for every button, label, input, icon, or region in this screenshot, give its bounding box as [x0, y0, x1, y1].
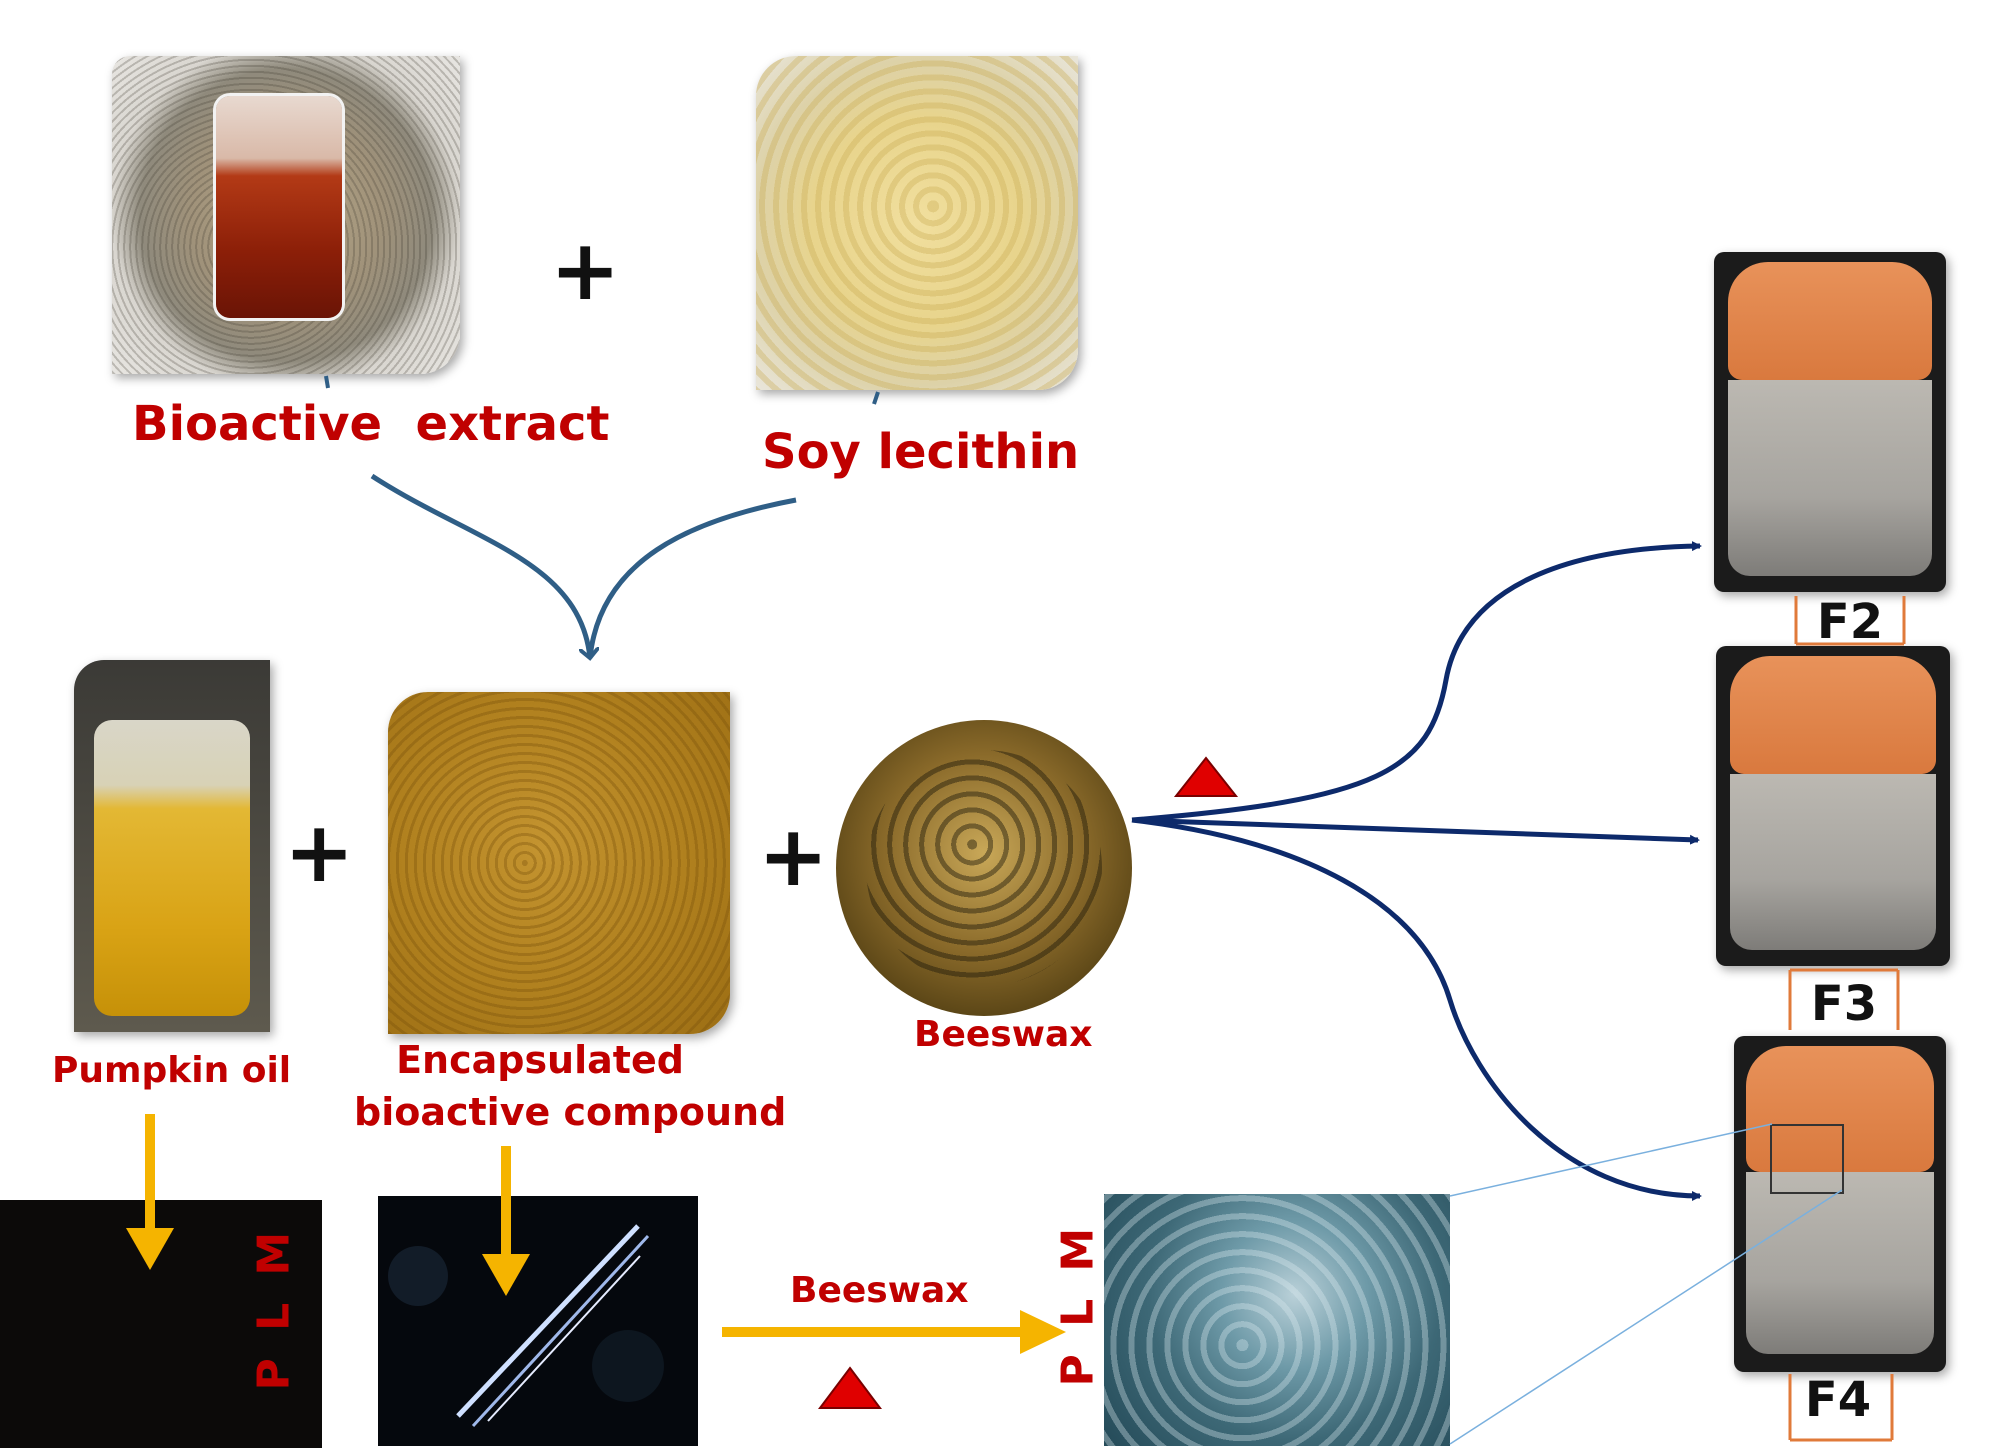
beeswax-arrow-label: Beeswax	[790, 1270, 969, 1311]
arrow-to-f4	[1131, 817, 1702, 1201]
plm-label-left: P L M	[248, 1225, 300, 1391]
plm-beeswax-gel-image	[1104, 1194, 1450, 1446]
encapsulated-compound-photo	[388, 692, 730, 1034]
zoom-line-top	[1449, 1123, 1773, 1197]
pumpkin-oil-label: Pumpkin oil	[52, 1050, 292, 1091]
soy-lecithin-photo	[756, 56, 1078, 390]
f-brackets	[1788, 596, 1906, 1442]
gold-arrow-oil	[126, 1114, 174, 1270]
f2-photo	[1714, 252, 1946, 592]
merge-arrow-left	[370, 473, 590, 658]
heat-triangle-bottom	[818, 1366, 882, 1409]
encapsulated-label-line2: bioactive compound	[354, 1090, 787, 1134]
plus-sign-beeswax: +	[758, 807, 829, 905]
soy-lecithin-label: Soy lecithin	[762, 424, 1080, 480]
plus-sign-top: +	[550, 221, 621, 319]
pumpkin-oil-photo	[74, 660, 270, 1032]
gold-arrow-encapsulated	[482, 1146, 530, 1296]
formulation-label-f3: F3	[1810, 976, 1878, 1032]
arrow-to-f3	[1131, 817, 1700, 845]
formulation-label-f2: F2	[1816, 594, 1884, 650]
oil-jar	[94, 720, 250, 1016]
beeswax-photo	[836, 720, 1132, 1016]
bioactive-extract-label: Bioactive extract	[132, 396, 610, 452]
formulation-label-f4: F4	[1804, 1372, 1872, 1428]
f3-photo	[1716, 646, 1950, 966]
beeswax-label: Beeswax	[914, 1014, 1093, 1055]
zoom-box	[1770, 1124, 1844, 1194]
f4-photo	[1734, 1036, 1946, 1372]
merge-arrow-right	[587, 497, 797, 659]
plus-sign-oil: +	[284, 803, 355, 901]
heat-triangle-top	[1173, 756, 1239, 797]
encapsulated-label-line1: Encapsulated	[396, 1038, 684, 1082]
plm-encapsulated-image	[378, 1196, 698, 1446]
bioactive-extract-photo	[112, 56, 460, 374]
zoom-line-bottom	[1449, 1189, 1843, 1445]
gold-arrow-beeswax	[722, 1310, 1066, 1354]
plm-label-right: P L M	[1052, 1221, 1104, 1387]
arrow-to-f2	[1131, 541, 1702, 823]
extract-vial	[216, 96, 342, 318]
